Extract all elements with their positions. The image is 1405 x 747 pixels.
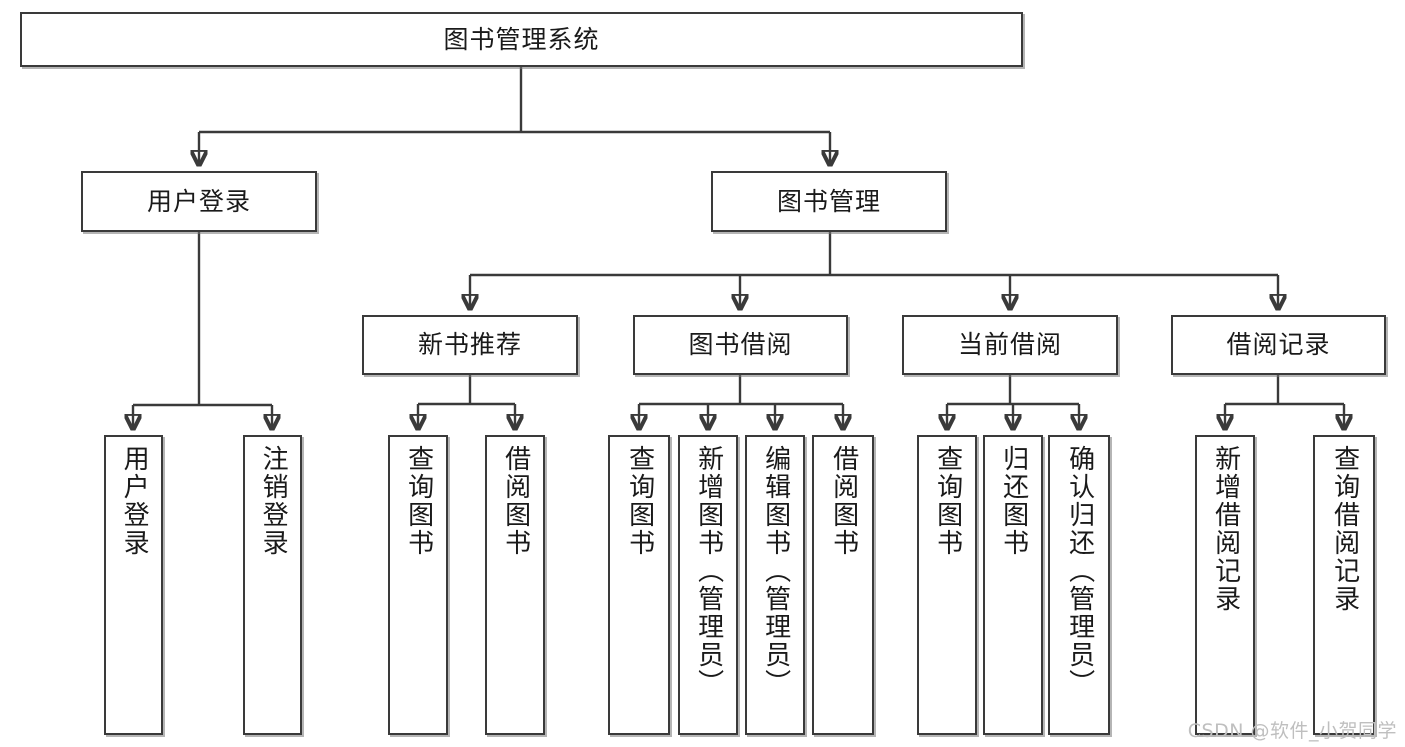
node-leaf-rec-borrow-label: 借阅图书	[500, 445, 531, 557]
node-leaf-cb-return-label: 归还图书	[998, 445, 1029, 557]
edge-userlogin-to-leaves	[133, 232, 272, 429]
edge-newbookrec-to-leaves	[418, 375, 515, 429]
node-leaf-cb-query[interactable]: 查询图书	[917, 435, 977, 735]
edge-borrowrecord-to-leaves	[1225, 375, 1344, 429]
node-leaf-bb-add[interactable]: 新增图书（管理员）	[678, 435, 738, 735]
node-borrow-record[interactable]: 借阅记录	[1171, 315, 1386, 375]
node-leaf-bb-query-label: 查询图书	[624, 445, 655, 557]
node-root[interactable]: 图书管理系统	[20, 12, 1023, 67]
node-user-login-label: 用户登录	[146, 186, 251, 216]
node-leaf-br-query-label: 查询借阅记录	[1329, 445, 1360, 613]
node-leaf-user-login[interactable]: 用户登录	[104, 435, 163, 735]
node-leaf-cb-query-label: 查询图书	[932, 445, 963, 557]
node-leaf-rec-query[interactable]: 查询图书	[388, 435, 448, 735]
node-leaf-cb-return[interactable]: 归还图书	[983, 435, 1043, 735]
node-leaf-bb-edit-label: 编辑图书（管理员）	[760, 445, 791, 697]
node-current-borrow[interactable]: 当前借阅	[902, 315, 1118, 375]
node-leaf-bb-borrow[interactable]: 借阅图书	[812, 435, 874, 735]
edge-bookborrow-to-leaves	[639, 375, 843, 429]
node-leaf-bb-query[interactable]: 查询图书	[608, 435, 670, 735]
edge-root-to-level2	[199, 67, 830, 165]
node-user-login[interactable]: 用户登录	[81, 171, 317, 232]
node-leaf-rec-borrow[interactable]: 借阅图书	[485, 435, 545, 735]
node-leaf-bb-add-label: 新增图书（管理员）	[693, 445, 724, 697]
edge-currentborrow-to-leaves	[947, 375, 1079, 429]
node-book-borrow-label: 图书借阅	[688, 330, 793, 359]
node-leaf-bb-edit[interactable]: 编辑图书（管理员）	[745, 435, 805, 735]
node-leaf-user-login-label: 用户登录	[119, 445, 150, 557]
node-book-manage[interactable]: 图书管理	[711, 171, 947, 232]
node-leaf-br-query[interactable]: 查询借阅记录	[1313, 435, 1375, 735]
node-leaf-cb-confirm[interactable]: 确认归还（管理员）	[1048, 435, 1110, 735]
node-new-book-rec[interactable]: 新书推荐	[362, 315, 578, 375]
node-borrow-record-label: 借阅记录	[1226, 330, 1331, 359]
node-root-label: 图书管理系统	[443, 24, 600, 54]
node-leaf-br-add-label: 新增借阅记录	[1210, 445, 1241, 613]
node-leaf-rec-query-label: 查询图书	[403, 445, 434, 557]
edge-bookmanage-to-level3	[470, 232, 1278, 309]
node-current-borrow-label: 当前借阅	[957, 330, 1062, 359]
csdn-watermark: CSDN @软件_小贺同学	[1187, 720, 1397, 742]
node-book-manage-label: 图书管理	[776, 186, 881, 216]
node-leaf-user-logout-label: 注销登录	[258, 445, 289, 557]
node-leaf-bb-borrow-label: 借阅图书	[828, 445, 859, 557]
node-new-book-rec-label: 新书推荐	[417, 330, 522, 359]
node-leaf-br-add[interactable]: 新增借阅记录	[1195, 435, 1255, 735]
node-book-borrow[interactable]: 图书借阅	[633, 315, 848, 375]
node-leaf-cb-confirm-label: 确认归还（管理员）	[1064, 445, 1095, 697]
node-leaf-user-logout[interactable]: 注销登录	[243, 435, 302, 735]
